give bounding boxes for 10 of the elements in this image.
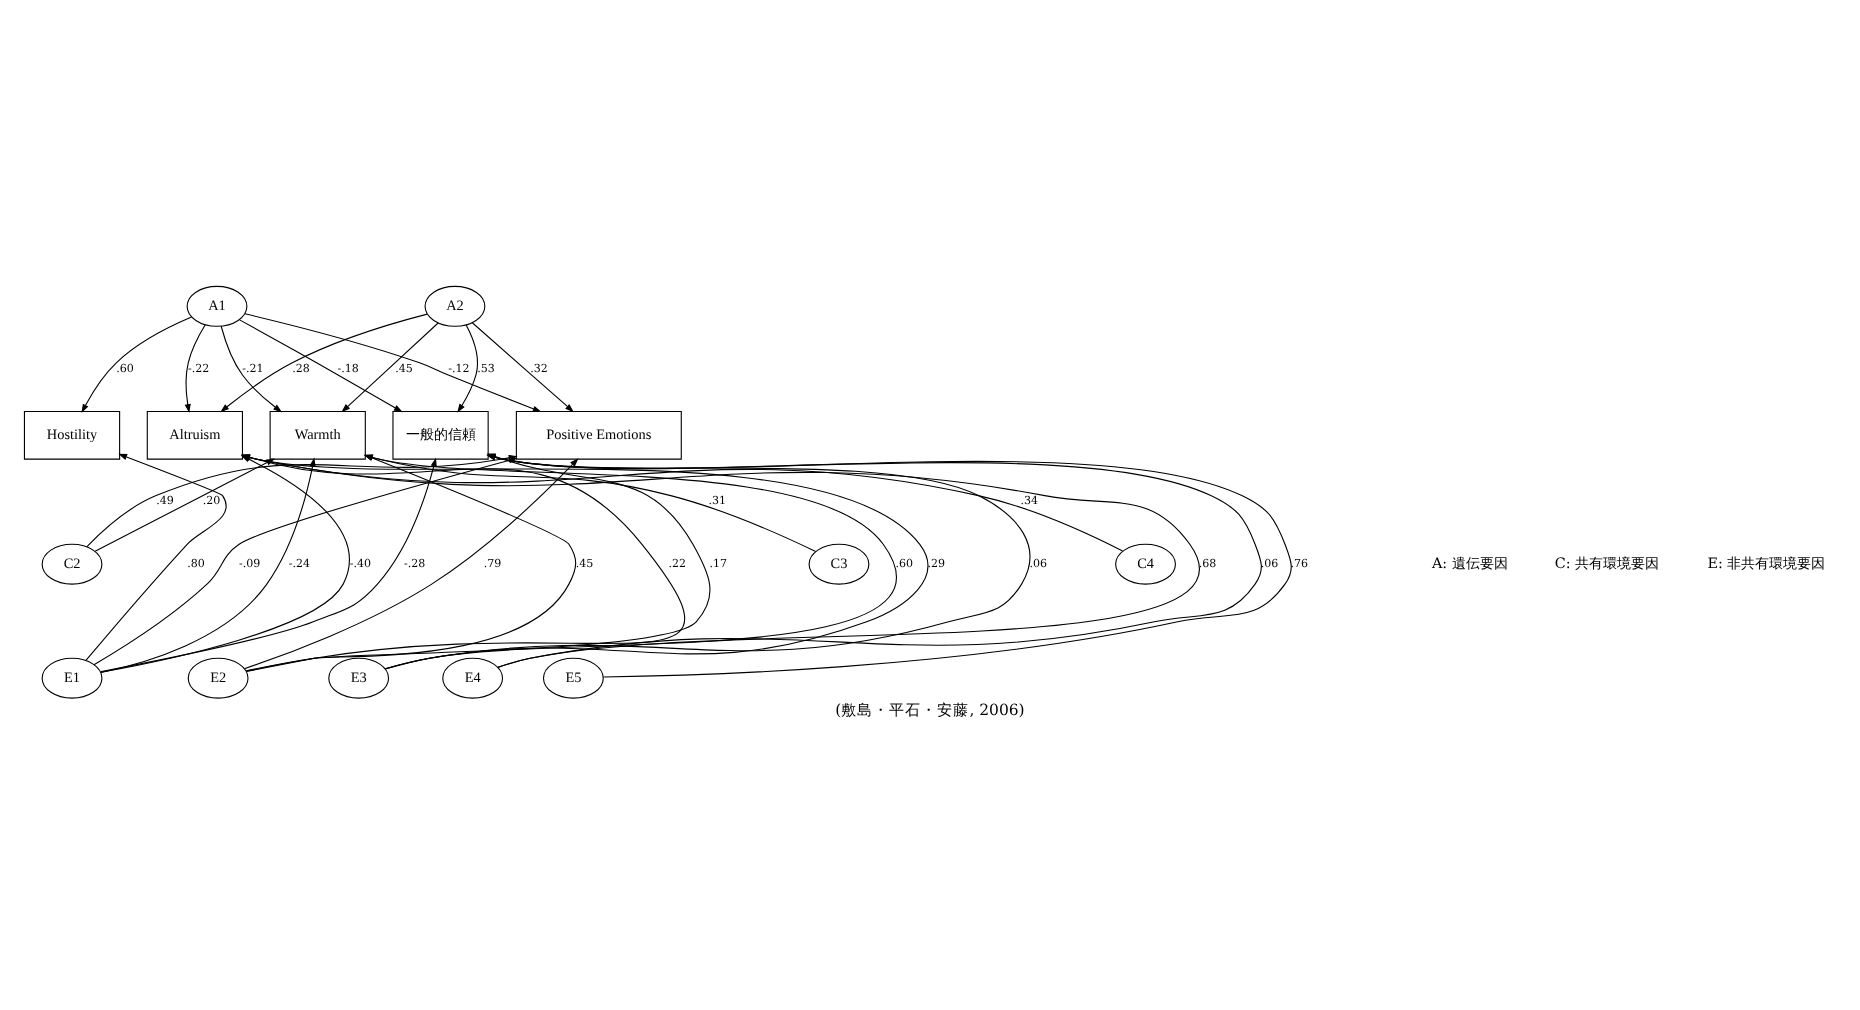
arrow <box>220 313 428 413</box>
arrow <box>85 453 227 662</box>
arrow <box>220 325 283 413</box>
arrow <box>244 313 542 413</box>
arrow <box>341 322 439 413</box>
arrow <box>81 316 193 413</box>
arrow <box>471 322 574 413</box>
arrow <box>239 319 403 413</box>
arrow <box>457 324 478 413</box>
arrow <box>184 324 206 414</box>
